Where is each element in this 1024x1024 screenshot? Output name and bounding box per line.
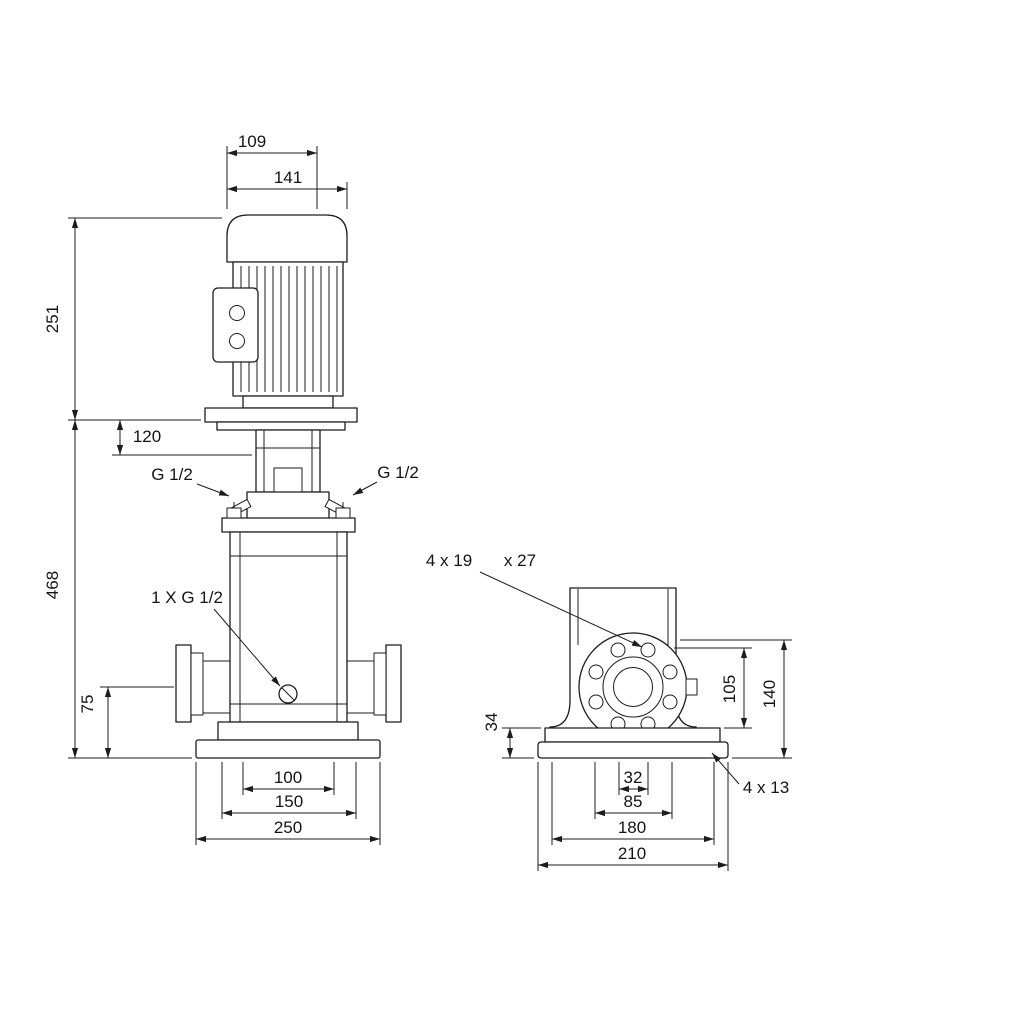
bore-circle [613,667,653,707]
extension-lines-109 [226,146,318,209]
motor-neck [242,395,334,409]
extension-lines-150 [221,762,357,819]
extension-lines-85 [594,762,673,819]
plug-left-label: G 1/2 [151,465,193,484]
staybolt-nut-right [335,507,351,519]
flange-bolt-hole-5 [588,694,604,710]
coupling-window [273,467,303,493]
plug-right-leader [352,481,378,496]
extension-lines-34 [502,727,541,759]
dim-32-label: 32 [624,768,643,787]
motor-flange-lip [216,421,346,431]
staybolt-nut-left [226,507,242,519]
drain-label: 1 X G 1/2 [151,588,223,607]
pump-base-foot [195,739,381,759]
plug-right-label: G 1/2 [377,463,419,482]
base-foot-side [537,741,729,759]
port-flange-right [385,644,402,723]
dim-120-label: 120 [133,427,161,446]
side-view-dimensions: 4 x 19 x 27 34 105 140 32 85 180 210 4 x… [426,551,792,871]
raised-face-circle [602,656,664,718]
port-flange-left-hub [190,652,204,716]
dim-251-label: 251 [43,305,62,333]
extension-lines-180 [551,762,715,845]
flange-bolt-hole-2 [640,642,656,658]
pump-head [246,491,330,521]
dim-468-label: 468 [43,571,62,599]
dim-180-label: 180 [618,818,646,837]
flange-bolt-hole-1 [662,664,678,680]
port-pipe-right [347,660,374,714]
port-flange-left [175,644,192,723]
dim-210-label: 210 [618,844,646,863]
extension-lines-210 [537,762,729,871]
pump-side-view [537,587,729,759]
dim-34-label: 34 [482,713,501,732]
coupling-guard-ribs [256,430,320,492]
flange-bolt-hole-4 [588,664,604,680]
extension-lines-251 [68,217,222,421]
flange-bolt-hole-8 [662,694,678,710]
extension-lines-140 [680,639,792,759]
front-view-dimensions: 109 141 251 468 120 G 1/2 G 1/2 1 X G 1/… [43,132,419,845]
flange-holes-label: 4 x 19 [426,551,472,570]
dim-250-label: 250 [274,818,302,837]
dim-105-label: 105 [720,675,739,703]
dim-141-label: 141 [274,168,302,187]
dim-150-label: 150 [275,792,303,811]
head-flange [221,517,356,533]
dim-140-label: 140 [760,680,779,708]
port-pipe-left [203,660,230,714]
pump-front-view [175,214,402,759]
terminal-box [212,287,259,363]
flange-bolt-hole-3 [610,642,626,658]
chamber-stack-lines [230,532,347,722]
dim-109-label: 109 [238,132,266,151]
flange-holes-depth-label: x 27 [504,551,536,570]
drain-plug-slot [281,687,295,701]
port-flange-right-hub [373,652,387,716]
gauge-tap-lug [685,678,698,696]
motor-top-cap [226,214,348,263]
drain-leader [213,608,281,687]
plug-left-leader [196,483,230,497]
base-holes-leader [711,752,740,785]
staybolt-studs [233,502,344,508]
flange-holes-leader [479,571,643,648]
base-plate-side [544,727,721,743]
extension-lines-105 [674,647,752,729]
dim-100-label: 100 [274,768,302,787]
dim-75-label: 75 [78,695,97,714]
extension-lines-250 [195,762,381,845]
dim-85-label: 85 [624,792,643,811]
cable-entry-hole-top [229,305,245,321]
cable-entry-hole-bottom [229,333,245,349]
port-flange-face [578,632,688,742]
motor-flange [204,407,358,423]
pump-base-block [217,721,359,741]
base-holes-label: 4 x 13 [743,778,789,797]
